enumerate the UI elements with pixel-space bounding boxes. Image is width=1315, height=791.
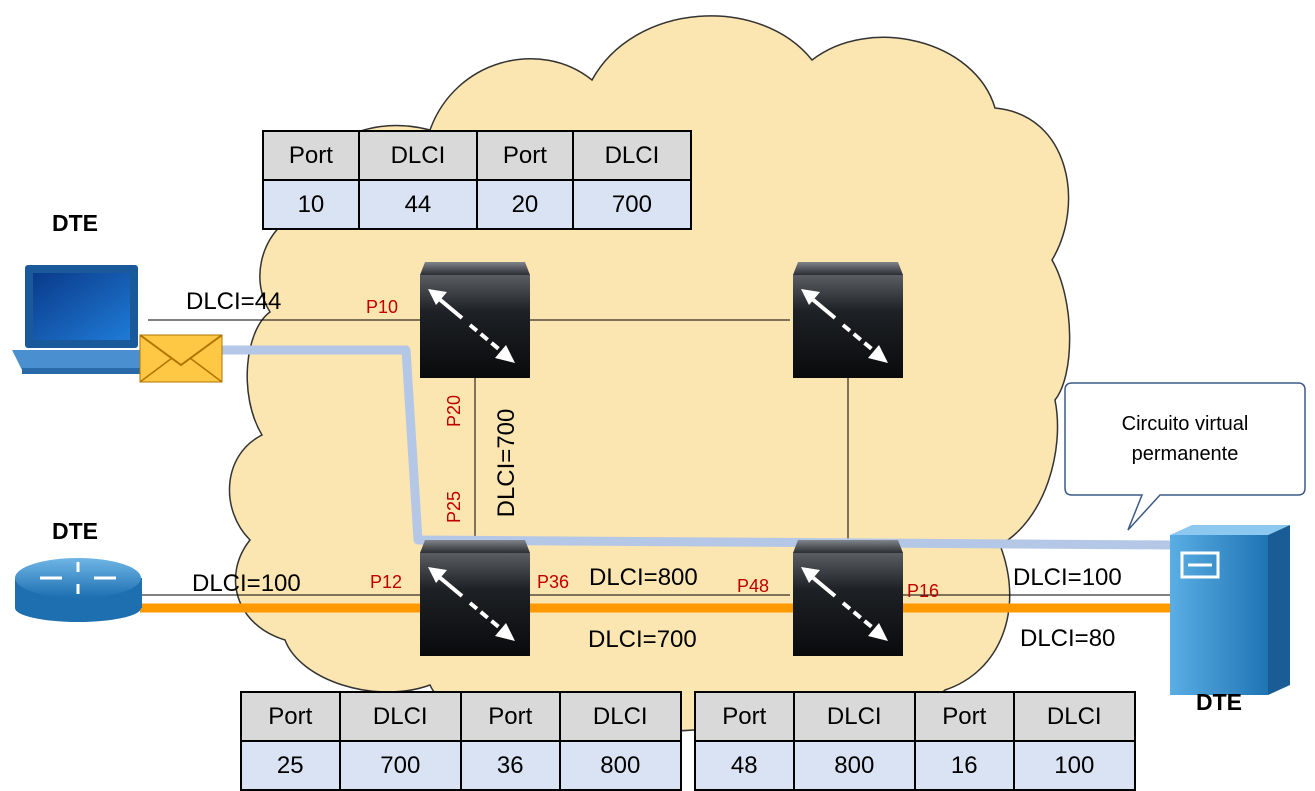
- dte-label-server: DTE: [1196, 689, 1242, 715]
- table-cell: 36: [459, 740, 561, 791]
- callout-line-2: permanente: [1131, 443, 1239, 465]
- dlci-s1-s3-link: DLCI=700: [493, 408, 520, 518]
- routing-table-bottom-left: Port DLCI Port DLCI 25 700 36 800: [240, 691, 683, 791]
- routing-table-bottom-right: Port DLCI Port DLCI 48 800 16 100: [694, 691, 1137, 791]
- network-cloud: [228, 15, 1071, 732]
- dte-label-router: DTE: [52, 518, 98, 544]
- port-p25: P25: [444, 490, 464, 524]
- table-cell: 100: [1012, 740, 1137, 791]
- table-cell: 44: [357, 179, 478, 230]
- table-header-cell: DLCI: [792, 691, 916, 742]
- table-header-cell: Port: [240, 691, 341, 742]
- table-header-cell: Port: [459, 691, 561, 742]
- table-cell: 700: [571, 179, 693, 230]
- switch-3[interactable]: [420, 540, 530, 656]
- table-cell: 800: [792, 740, 916, 791]
- switch-2[interactable]: [793, 262, 903, 378]
- laptop-icon[interactable]: [12, 265, 162, 374]
- frame-relay-diagram: DTE DTE DTE DLCI=44 DLCI=100 DLCI=800 DL…: [12, 15, 1306, 791]
- port-p20: P20: [444, 394, 464, 428]
- table-header-cell: Port: [913, 691, 1015, 742]
- table-header-cell: DLCI: [338, 691, 462, 742]
- table-cell: 16: [913, 740, 1015, 791]
- dlci-s3-s4-lower: DLCI=700: [588, 626, 697, 653]
- table-cell: 10: [262, 179, 360, 230]
- port-p10: P10: [366, 297, 399, 317]
- table-cell: 700: [338, 740, 462, 791]
- table-cell: 25: [240, 740, 341, 791]
- physical-links: [140, 319, 1172, 596]
- table-cell: 48: [694, 740, 795, 791]
- table-header-cell: Port: [694, 691, 795, 742]
- envelope-icon: [139, 334, 223, 383]
- dlci-laptop-link: DLCI=44: [186, 288, 282, 315]
- port-p12: P12: [370, 572, 403, 592]
- pvc-blue-path: [222, 345, 1173, 550]
- callout-bubble: [1064, 382, 1306, 531]
- table-header-cell: DLCI: [571, 130, 693, 181]
- table-header-cell: DLCI: [357, 130, 478, 181]
- switch-1[interactable]: [420, 262, 530, 378]
- dlci-s3-s4-link: DLCI=800: [589, 564, 698, 591]
- port-p16: P16: [907, 581, 940, 601]
- table-header-cell: Port: [262, 130, 360, 181]
- table-cell: 800: [558, 740, 683, 791]
- port-p36: P36: [537, 572, 570, 592]
- table-cell: 20: [475, 179, 574, 230]
- table-header-cell: DLCI: [558, 691, 683, 742]
- dlci-server-top: DLCI=100: [1013, 564, 1122, 591]
- table-header-cell: Port: [475, 130, 574, 181]
- router-icon[interactable]: [15, 558, 142, 622]
- routing-table-top: Port DLCI Port DLCI 10 44 20 700: [262, 130, 693, 230]
- dlci-server-bottom: DLCI=80: [1020, 625, 1116, 652]
- dlci-router-link: DLCI=100: [192, 570, 301, 597]
- switch-4[interactable]: [793, 540, 903, 656]
- server-icon[interactable]: [1170, 525, 1290, 695]
- dte-label-laptop: DTE: [52, 210, 98, 236]
- callout-text: Circuito virtual permanente: [1068, 409, 1302, 469]
- port-p48: P48: [737, 576, 770, 596]
- callout-line-1: Circuito virtual: [1121, 413, 1249, 435]
- table-header-cell: DLCI: [1012, 691, 1137, 742]
